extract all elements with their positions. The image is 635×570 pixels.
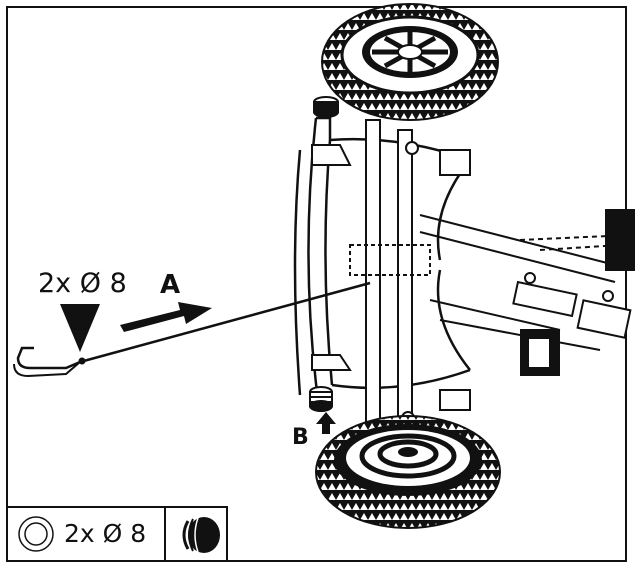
axle-struts xyxy=(349,119,431,431)
mount-brackets xyxy=(311,141,471,425)
washer-icon xyxy=(18,516,54,552)
arrow-b-icon xyxy=(316,412,336,434)
quantity-callout: 2x Ø 8 xyxy=(38,268,127,299)
top-wheel xyxy=(321,3,499,121)
legend-quantity: 2x Ø 8 xyxy=(64,519,147,548)
arrow-b-label: B xyxy=(292,425,309,450)
steering-rod xyxy=(13,281,371,378)
bottom-wheel xyxy=(315,415,501,529)
cap-plug-bottom xyxy=(309,386,333,412)
arrow-a-label: A xyxy=(160,270,181,300)
cap-plug-icon xyxy=(182,517,220,553)
legend-divider xyxy=(164,508,166,560)
arrow-a-icon xyxy=(120,302,212,332)
parts-legend: 2x Ø 8 xyxy=(6,506,228,562)
pointer-triangle xyxy=(60,304,100,352)
steering-bracket xyxy=(512,209,635,376)
cap-plug-top xyxy=(313,96,339,118)
